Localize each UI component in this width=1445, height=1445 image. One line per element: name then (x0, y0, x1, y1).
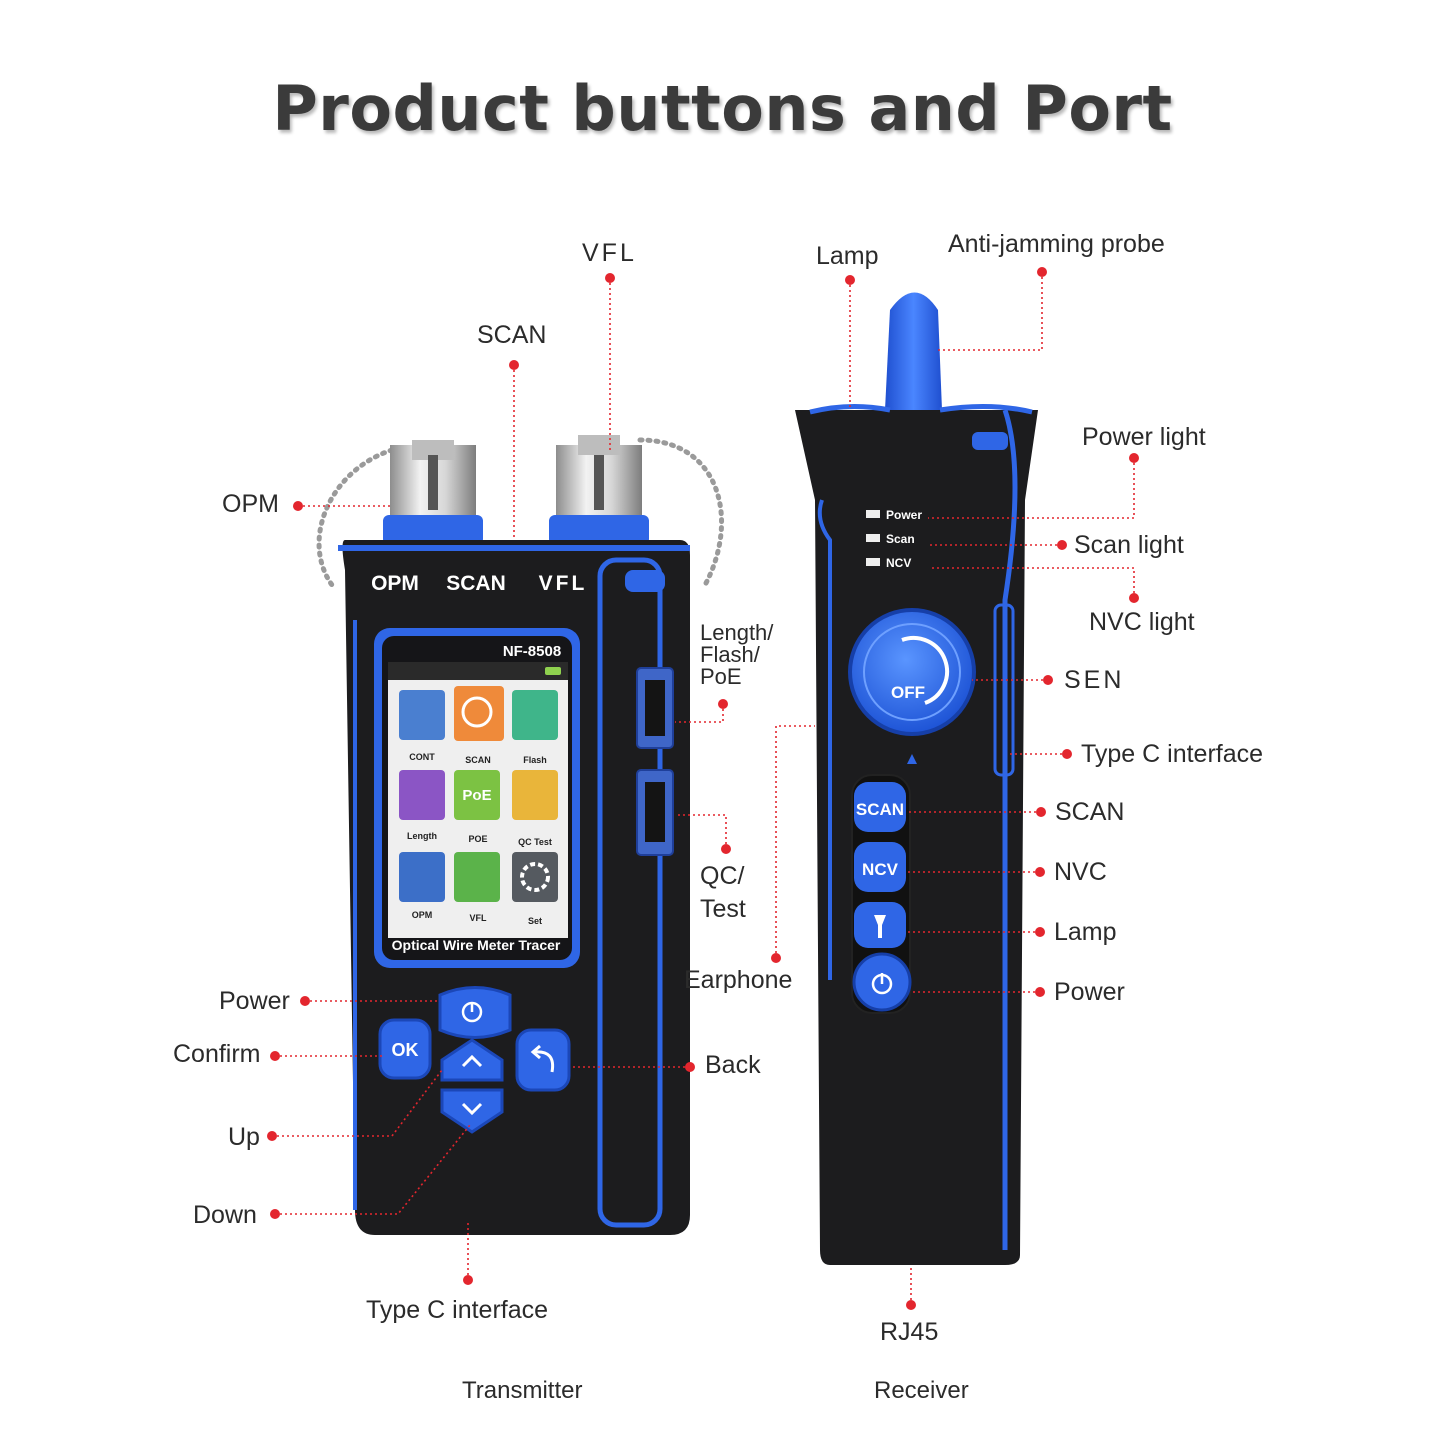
dust-cap-chain-right (637, 437, 725, 588)
model-number: NF-8508 (503, 643, 561, 660)
label-rj45: RJ45 (880, 1318, 939, 1346)
app-label-cont: CONT (409, 752, 435, 762)
app-label-poe: POE (468, 834, 487, 844)
transmitter: OPM SCAN VFL NF-8508 PoE CONT SCAN Flash (316, 435, 725, 1235)
vfl-port-label: VFL (539, 572, 588, 595)
scan-port-label: SCAN (446, 572, 506, 595)
label-lamp: Lamp (1054, 918, 1117, 946)
label-confirm: Confirm (173, 1040, 261, 1068)
label-receiver-scan: SCAN (1055, 798, 1125, 826)
receiver: Power Scan NCV OFF SCAN NCV (795, 292, 1038, 1265)
label-sen: SEN (1064, 666, 1125, 694)
label-lamp-top: Lamp (816, 242, 879, 270)
label-opm: OPM (222, 490, 279, 518)
label-qc-test: QC/ Test (700, 862, 746, 923)
app-label-qc-test: QC Test (518, 837, 552, 847)
poe-tile-text: PoE (462, 787, 491, 804)
up-key (440, 1038, 504, 1082)
leader-dots (267, 267, 1139, 1310)
label-length-flash-poe: Length/ Flash/ PoE (700, 620, 774, 689)
dust-cap-chain-left (316, 447, 395, 588)
label-earphone: Earphone (684, 966, 793, 994)
label-scan: SCAN (477, 321, 547, 349)
vfl-connector (549, 435, 649, 545)
leader-lines (272, 272, 1135, 1305)
label-nvc: NVC (1054, 858, 1107, 886)
app-label-set: Set (528, 916, 542, 926)
app-label-opm: OPM (412, 910, 433, 920)
label-anti-jamming-probe: Anti-jamming probe (948, 230, 1165, 258)
ok-key-text: OK (392, 1040, 419, 1060)
label-type-c-receiver: Type C interface (1081, 740, 1264, 768)
scan-key-text: SCAN (856, 800, 904, 819)
label-power-light: Power light (1082, 423, 1206, 451)
label-nvc-light: NVC light (1089, 608, 1195, 636)
indicator-ncv: NCV (886, 556, 911, 570)
back-key (515, 1028, 571, 1092)
ok-key (378, 1018, 432, 1080)
indicator-power: Power (886, 508, 922, 522)
power-key (438, 986, 512, 1039)
sensitivity-knob (848, 608, 976, 736)
label-vfl: VFL (582, 239, 637, 267)
ncv-key-text: NCV (862, 860, 899, 879)
app-label-length: Length (407, 831, 437, 841)
opm-port-label: OPM (371, 572, 419, 595)
indicator-scan: Scan (886, 532, 915, 546)
label-power: Power (219, 987, 290, 1015)
label-type-c-transmitter: Type C interface (366, 1296, 549, 1324)
receiver-body (795, 410, 1038, 1265)
ncv-key (854, 842, 906, 892)
page-title: Product buttons and Port (272, 72, 1173, 145)
screen-footer-text: Optical Wire Meter Tracer (392, 937, 561, 953)
screen-app-grid: PoE CONT SCAN Flash Length POE QC Test O… (399, 686, 558, 926)
label-up: Up (228, 1123, 260, 1151)
app-label-vfl: VFL (470, 913, 488, 923)
label-back: Back (705, 1051, 761, 1079)
knob-off-text: OFF (891, 683, 925, 702)
app-label-scan: SCAN (465, 755, 491, 765)
label-scan-light: Scan light (1074, 531, 1184, 559)
caption-receiver: Receiver (874, 1377, 969, 1404)
anti-jamming-probe (885, 292, 942, 410)
opm-connector (383, 440, 483, 545)
app-label-flash: Flash (523, 755, 547, 765)
scan-key (854, 782, 906, 832)
caption-transmitter: Transmitter (462, 1377, 583, 1404)
label-receiver-power: Power (1054, 978, 1125, 1006)
label-down: Down (193, 1201, 257, 1229)
